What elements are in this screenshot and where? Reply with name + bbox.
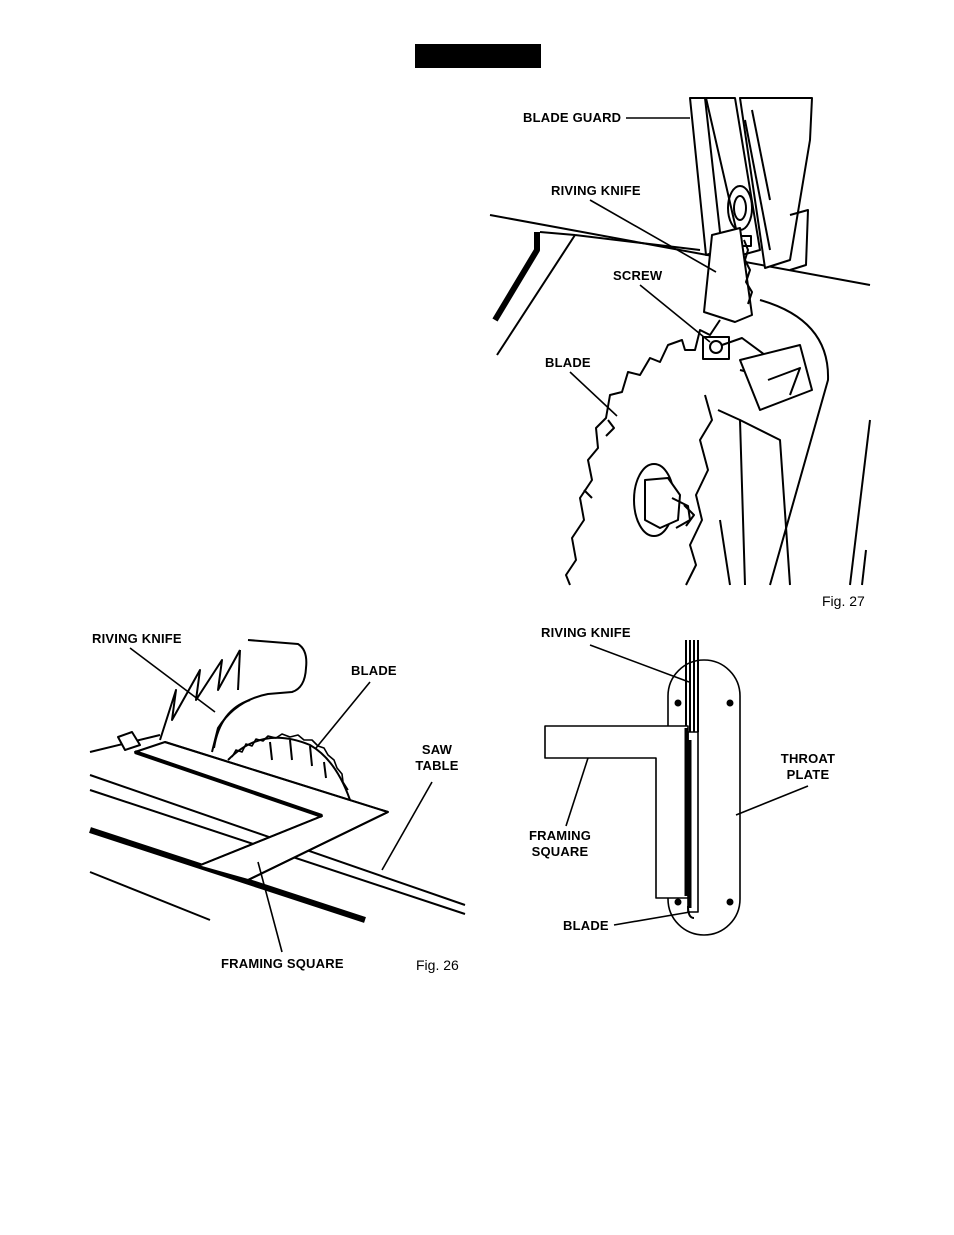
fig26-illustration	[90, 640, 465, 920]
label-throat-plate: THROAT PLATE	[776, 751, 840, 783]
framing-square-top-view	[545, 726, 688, 898]
label-framing-square-fig26: FRAMING SQUARE	[221, 956, 344, 972]
caption-fig27: Fig. 27	[822, 593, 865, 609]
caption-fig26: Fig. 26	[416, 957, 459, 973]
label-framing-square-right: FRAMING SQUARE	[527, 828, 593, 860]
throat-plate-illustration	[545, 640, 740, 935]
fig26-guard-shape	[212, 640, 306, 752]
riving-knife-shape	[704, 228, 752, 322]
label-riving-knife-fig27: RIVING KNIFE	[551, 183, 641, 199]
label-riving-knife-fig26: RIVING KNIFE	[92, 631, 182, 647]
label-blade-fig26: BLADE	[351, 663, 397, 679]
fig27-illustration	[490, 98, 870, 585]
label-blade-right: BLADE	[563, 918, 609, 934]
label-saw-table: SAW TABLE	[412, 742, 462, 774]
label-screw: SCREW	[613, 268, 662, 284]
label-blade-fig27: BLADE	[545, 355, 591, 371]
label-blade-guard: BLADE GUARD	[523, 110, 621, 126]
blade-guard-shape	[690, 98, 812, 270]
blade-top-view	[688, 732, 698, 918]
label-riving-knife-right: RIVING KNIFE	[541, 625, 631, 641]
